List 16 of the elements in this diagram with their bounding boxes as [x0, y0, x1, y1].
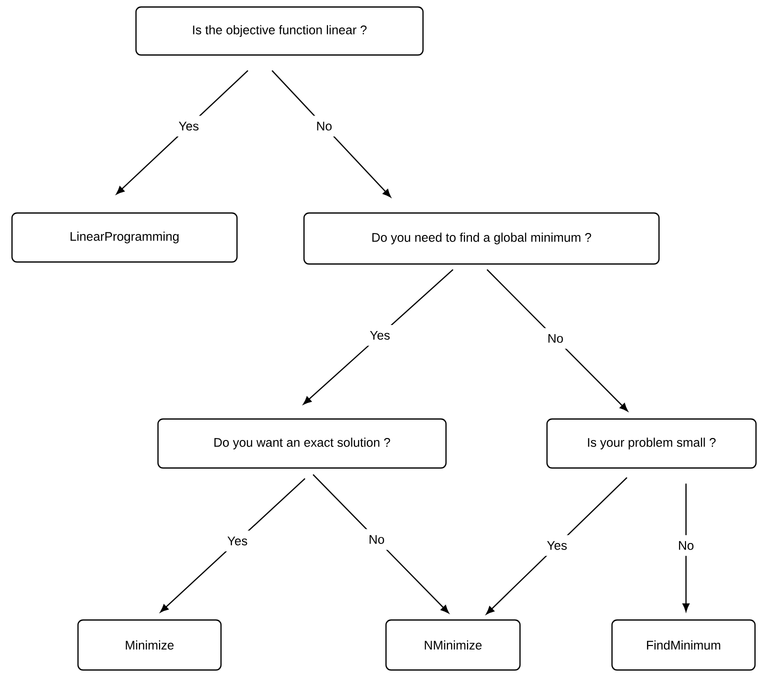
edge-label: No — [541, 328, 570, 349]
edge-label: No — [672, 535, 700, 556]
edge-label: Yes — [364, 325, 396, 346]
decision-box: Do you need to find a global minimum ? — [303, 212, 660, 265]
decision-box: Is your problem small ? — [546, 418, 757, 469]
result-box: Minimize — [77, 619, 222, 671]
result-box: FindMinimum — [611, 619, 756, 671]
decision-box: Is the objective function linear ? — [135, 6, 424, 56]
decision-box: Do you want an exact solution ? — [157, 418, 447, 469]
edge-label: Yes — [172, 116, 205, 137]
edge-label: Yes — [221, 530, 254, 552]
result-box: LinearProgramming — [11, 212, 238, 263]
edge-label: Yes — [540, 535, 574, 556]
result-box: NMinimize — [385, 619, 521, 671]
edge-label: No — [310, 116, 338, 137]
edge-label: No — [362, 529, 391, 550]
